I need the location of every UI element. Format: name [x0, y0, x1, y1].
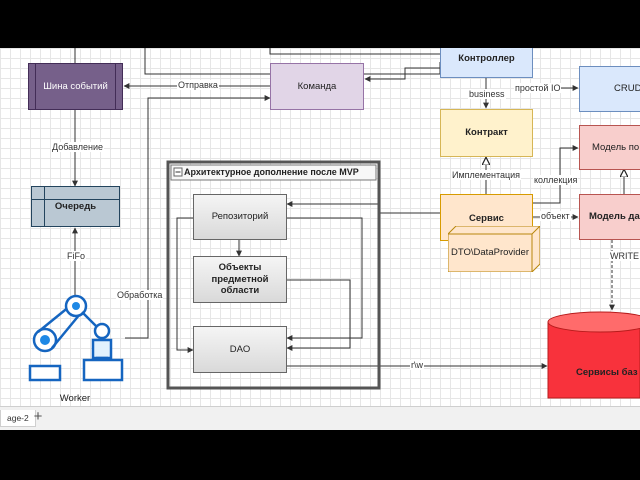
edge-label-fifo: FiFo — [66, 251, 86, 262]
worker-label: Worker — [59, 393, 91, 405]
contract-label: Контракт — [465, 127, 508, 139]
command-label: Команда — [297, 80, 337, 92]
controller-label: Контроллер — [458, 53, 515, 65]
model-top-label: Модель по — [592, 141, 640, 153]
repository-node[interactable]: Репозиторий — [193, 194, 287, 240]
robot-arm-icon — [28, 294, 124, 382]
edge-top-cmd — [269, 48, 440, 55]
dto-node[interactable]: DTO\DataProvider — [448, 226, 540, 272]
page-tabs-bar: age-2 + — [0, 406, 640, 430]
edge-label-rw: r\w — [410, 360, 424, 371]
dao-node[interactable]: DAO — [193, 326, 287, 373]
edge-repo-right — [286, 217, 363, 341]
domain-objects-node[interactable]: Объекты предметной области — [193, 256, 287, 303]
edge-label-collection: коллекция — [533, 175, 579, 186]
model-data-node[interactable]: Модель да — [579, 194, 640, 240]
db-services-label: Сервисы баз д — [576, 367, 640, 379]
crud-node[interactable]: CRUD — [579, 66, 640, 112]
dao-label: DAO — [229, 343, 251, 355]
crud-label: CRUD — [614, 83, 640, 95]
edge-label-write: WRITE — [609, 251, 640, 262]
queue-node[interactable]: Очередь — [31, 186, 120, 227]
event-bus-node[interactable]: Шина событий — [28, 63, 123, 110]
edge-label-simple-io: простой IO — [514, 83, 562, 94]
edge-label-add: Добавление — [51, 142, 104, 153]
dto-label: DTO\DataProvider — [451, 247, 529, 259]
edge-label-business: business — [468, 89, 506, 100]
edge-label-object: объект — [540, 211, 571, 222]
command-node[interactable]: Команда — [270, 63, 364, 110]
edge-label-send: Отправка — [177, 80, 219, 91]
model-top-node[interactable]: Модель по — [579, 125, 640, 170]
page-tab[interactable]: age-2 — [0, 410, 36, 427]
model-data-label: Модель да — [589, 211, 640, 223]
edge-ctrl-cmd — [364, 67, 440, 82]
event-bus-label: Шина событий — [43, 80, 108, 92]
edge-processing — [125, 95, 271, 339]
domain-objects-label: Объекты предметной области — [211, 262, 269, 297]
edge-label-implementation: Имплементация — [451, 170, 522, 181]
edge-objects-right — [286, 279, 351, 351]
edge-label-processing: Обработка — [116, 290, 164, 301]
edge-repo-dao — [176, 217, 194, 353]
db-cylinder[interactable] — [547, 311, 640, 399]
edge-service-repo — [286, 201, 440, 214]
group-title: Архитектурное дополнение после MVP — [184, 167, 359, 178]
diagram-canvas[interactable]: Шина событий Команда Контроллер CRUD Кон… — [0, 48, 640, 406]
queue-label: Очередь — [54, 200, 97, 212]
repository-label: Репозиторий — [211, 211, 269, 223]
contract-node[interactable]: Контракт — [440, 109, 533, 157]
service-label: Сервис — [469, 213, 504, 224]
controller-node[interactable]: Контроллер — [440, 48, 533, 78]
mvp-addon-group[interactable] — [166, 160, 381, 390]
dto-box-shape — [448, 226, 540, 272]
plus-icon[interactable]: + — [33, 408, 43, 425]
